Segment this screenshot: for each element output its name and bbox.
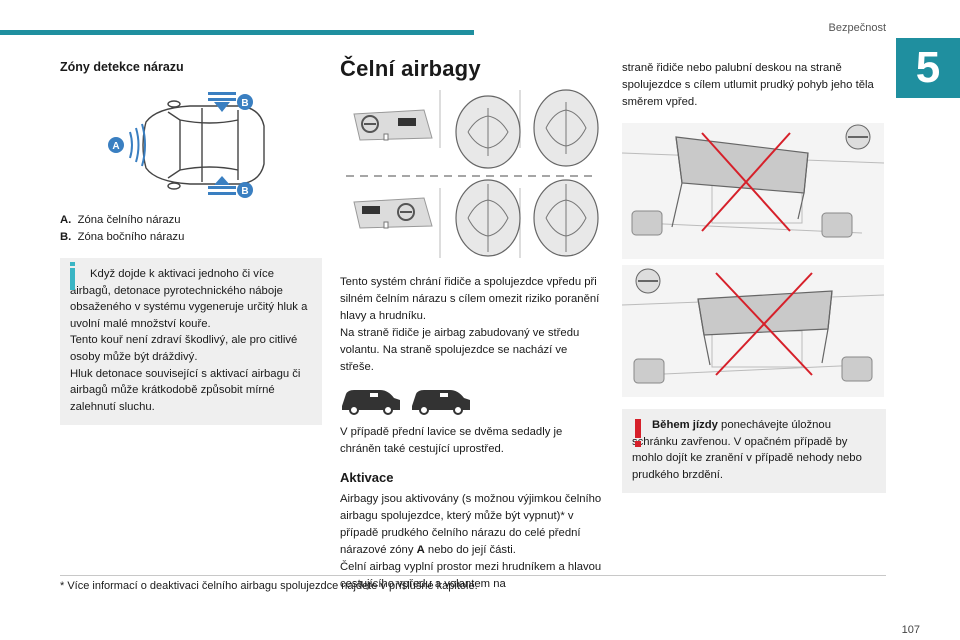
zone-b-label-top: B: [241, 98, 248, 109]
activation-title: Aktivace: [340, 470, 394, 485]
right-paragraph-1: straně řidiče nebo palubní deskou na str…: [622, 62, 874, 108]
zone-legend: A. Zóna čelního nárazu B. Zóna bočního n…: [60, 212, 322, 246]
front-airbags-illustration: [340, 88, 602, 260]
warning-text: Během jízdy ponechávejte úložnou schránk…: [632, 419, 862, 481]
zone-detection-title: Zóny detekce nárazu: [60, 60, 184, 74]
vehicle-icons: [340, 384, 602, 418]
glovebox-illustration-top: [622, 123, 886, 259]
info-box: Když dojde k aktivaci jednoho či více ai…: [60, 258, 322, 426]
legend-item-b: B. Zóna bočního nárazu: [60, 231, 185, 243]
footnote-divider: [60, 575, 886, 576]
impact-zones-diagram: A B B: [60, 82, 322, 208]
page-number: 107: [901, 624, 920, 636]
front-airbags-title: Čelní airbagy: [340, 56, 481, 81]
middle-paragraph-3: V případě přední lavice se dvěma sedadly…: [340, 426, 563, 455]
zone-b-label-bottom: B: [241, 186, 248, 197]
warning-box: Během jízdy ponechávejte úložnou schránk…: [622, 409, 886, 494]
section-name: Bezpečnost: [828, 22, 886, 34]
left-column: Zóny detekce nárazu: [60, 56, 322, 426]
footnote: * Více informací o deaktivaci čelního ai…: [60, 580, 478, 592]
info-paragraph-2: Tento kouř není zdraví škodlivý, ale pro…: [70, 334, 298, 363]
right-column: straně řidiče nebo palubní deskou na str…: [622, 56, 886, 494]
header-accent-bar: [0, 30, 474, 35]
chapter-tab: 5: [896, 38, 960, 98]
middle-paragraph-2: Na straně řidiče je airbag zabudovaný ve…: [340, 327, 580, 373]
warning-exclamation-icon: [635, 419, 641, 447]
middle-column: Čelní airbagy: [340, 56, 602, 593]
zone-a-label: A: [112, 141, 119, 152]
middle-paragraph-5: Čelní airbag vyplní prostor mezi hrudník…: [340, 561, 602, 590]
info-paragraph-3: Hluk detonace související s aktivací air…: [70, 367, 301, 413]
legend-item-a: A. Zóna čelního nárazu: [60, 214, 181, 226]
middle-paragraph-4: Airbagy jsou aktivovány (s možnou výjimk…: [340, 493, 602, 556]
info-icon: [70, 262, 75, 290]
glovebox-illustration-bottom: [622, 265, 886, 397]
info-paragraph-1: Když dojde k aktivaci jednoho či více ai…: [70, 268, 308, 330]
middle-paragraph-1: Tento systém chrání řidiče a spolujezdce…: [340, 276, 600, 322]
